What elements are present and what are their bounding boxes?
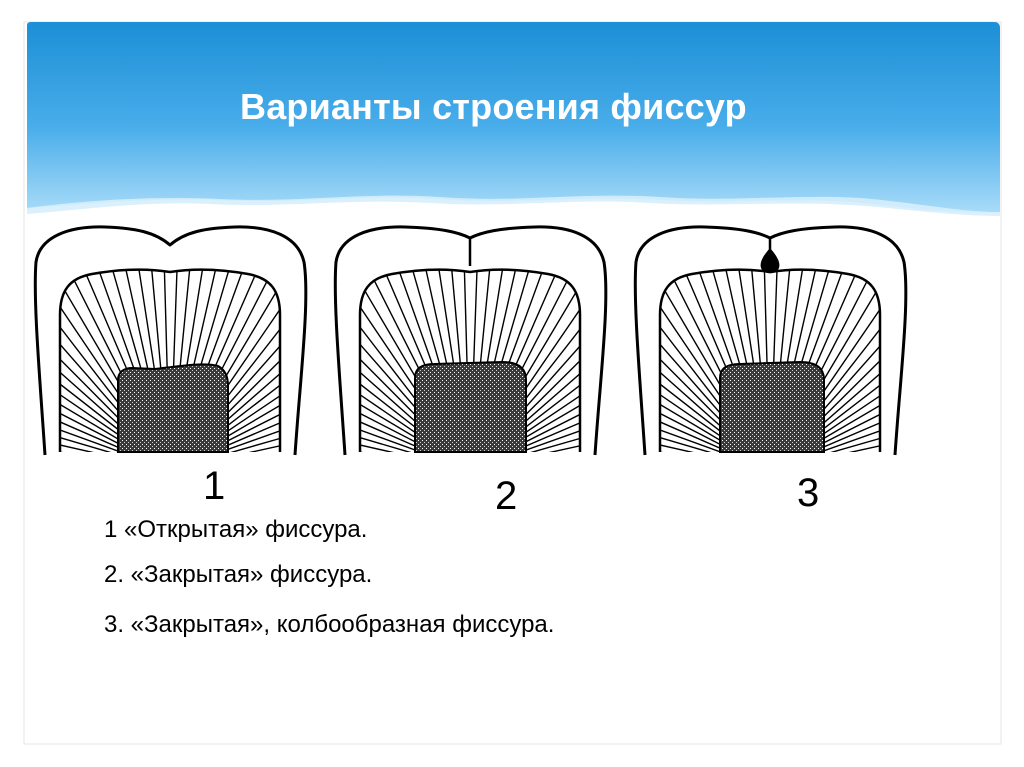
enamel-dentin-junction — [358, 268, 582, 452]
header-band — [27, 22, 1000, 213]
caption-open-fissure: 1 «Открытая» фиссура. — [104, 516, 368, 543]
enamel-dentin-junction — [58, 268, 282, 452]
tooth-number-1: 1 — [203, 464, 226, 508]
tooth-diagram-3 — [633, 225, 908, 456]
pulp-chamber — [414, 360, 527, 453]
caption-flask-fissure: 3. «Закрытая», колбообразная фиссура. — [104, 611, 555, 638]
pulp-chamber — [719, 360, 825, 453]
pulp-chamber — [117, 363, 229, 453]
fissure-flask — [760, 248, 780, 274]
tooth-diagram-2 — [333, 225, 608, 456]
tooth-diagram-1 — [33, 225, 308, 456]
caption-closed-fissure: 2. «Закрытая» фиссура. — [104, 561, 373, 588]
header-wave-light — [27, 195, 1000, 216]
tooth-number-2: 2 — [495, 474, 518, 518]
slide-title: Варианты строения фиссур — [240, 86, 747, 127]
tooth-number-3: 3 — [797, 471, 820, 515]
